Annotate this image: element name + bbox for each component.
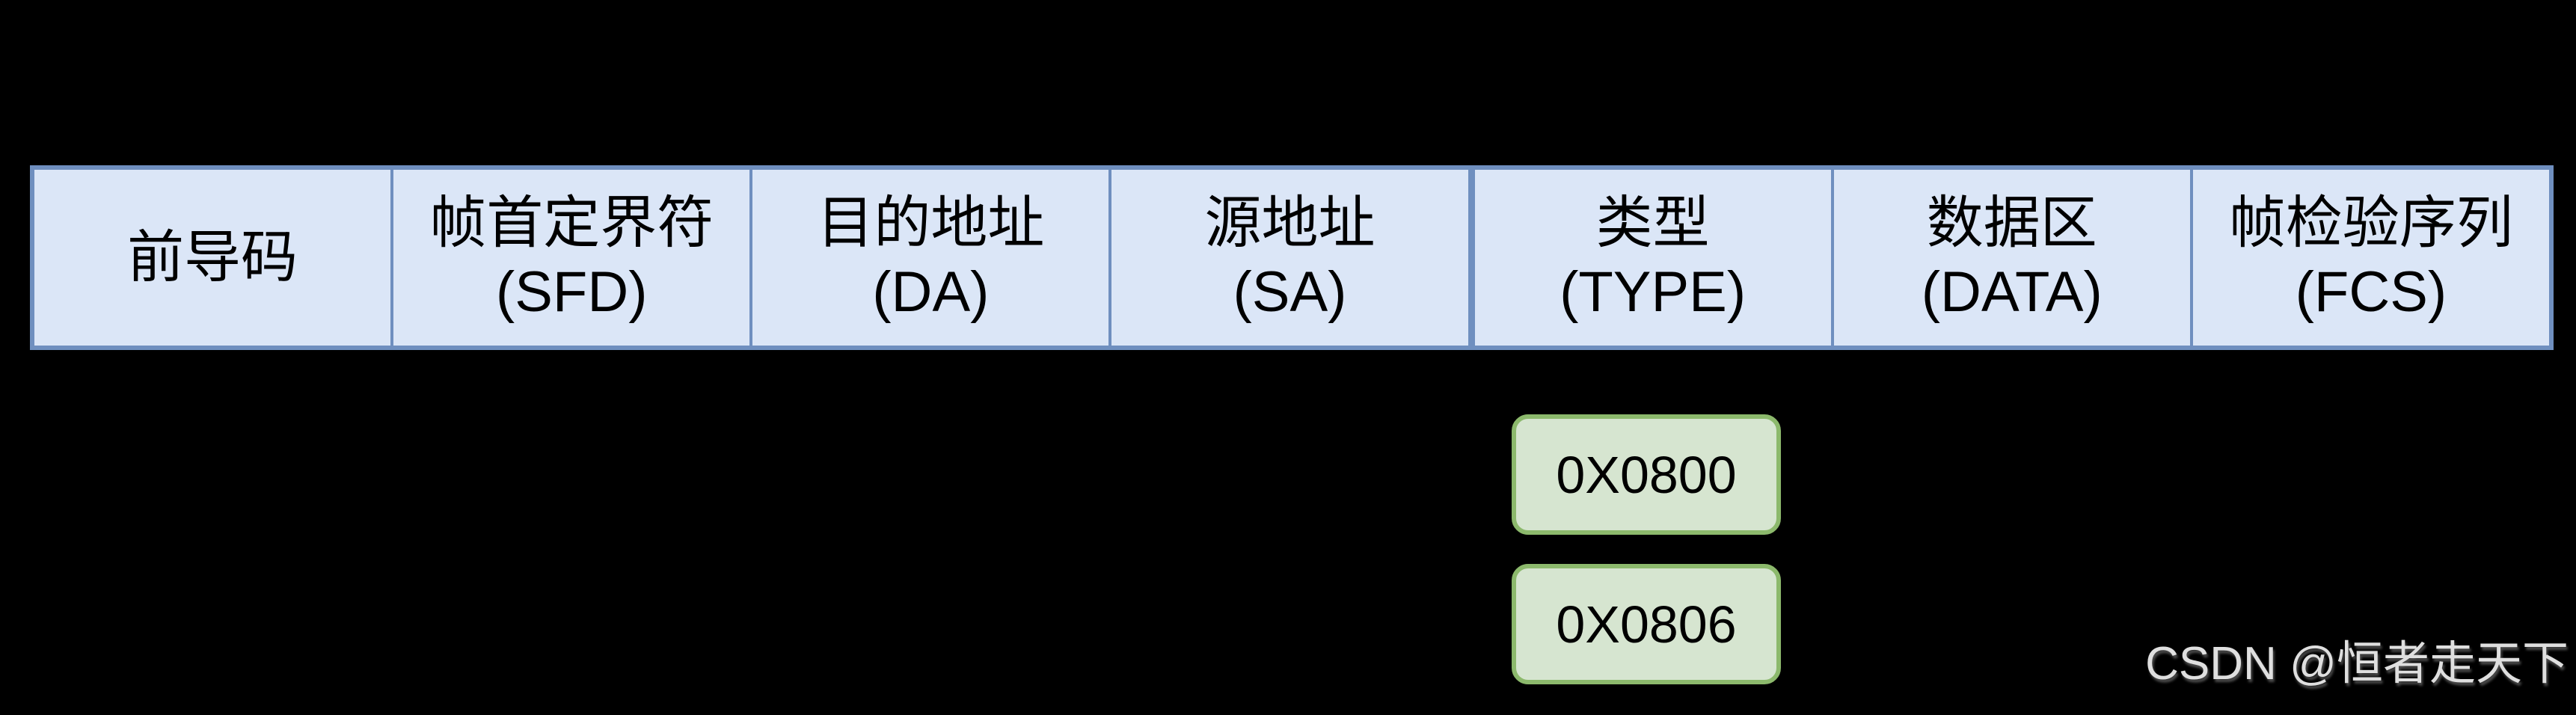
ethertype-value: 0X0806 [1556, 595, 1737, 654]
watermark: CSDN @恒者走天下 [2145, 638, 2569, 690]
field-abbr: (DATA) [1921, 260, 2103, 324]
frame-field-sa: 源地址 (SA) [1108, 170, 1468, 346]
ethertype-box-0x0800: 0X0800 [1512, 414, 1781, 535]
field-abbr: (SFD) [495, 260, 648, 324]
ethertype-box-0x0806: 0X0806 [1512, 564, 1781, 684]
frame-field-sfd: 帧首定界符 (SFD) [390, 170, 750, 346]
frame-field-fcs: 帧检验序列 (FCS) [2189, 170, 2549, 346]
field-abbr: (DA) [872, 260, 990, 324]
ethernet-frame-table: 前导码 帧首定界符 (SFD) 目的地址 (DA) 源地址 (SA) 类型 (T… [30, 165, 2554, 350]
field-name: 数据区 [1926, 191, 2097, 255]
field-abbr: (SA) [1233, 260, 1347, 324]
field-abbr: (TYPE) [1560, 260, 1747, 324]
field-abbr: (FCS) [2295, 260, 2447, 324]
field-name: 源地址 [1204, 191, 1376, 255]
field-name: 帧首定界符 [429, 191, 714, 255]
field-name: 目的地址 [817, 191, 1045, 255]
field-name: 类型 [1595, 191, 1710, 255]
field-name: 前导码 [127, 225, 298, 289]
ethertype-value: 0X0800 [1556, 445, 1737, 504]
field-name: 帧检验序列 [2228, 191, 2513, 255]
frame-field-da: 目的地址 (DA) [749, 170, 1109, 346]
frame-field-type: 类型 (TYPE) [1468, 170, 1831, 346]
frame-field-data: 数据区 (DATA) [1830, 170, 2190, 346]
frame-field-preamble: 前导码 [34, 170, 391, 346]
